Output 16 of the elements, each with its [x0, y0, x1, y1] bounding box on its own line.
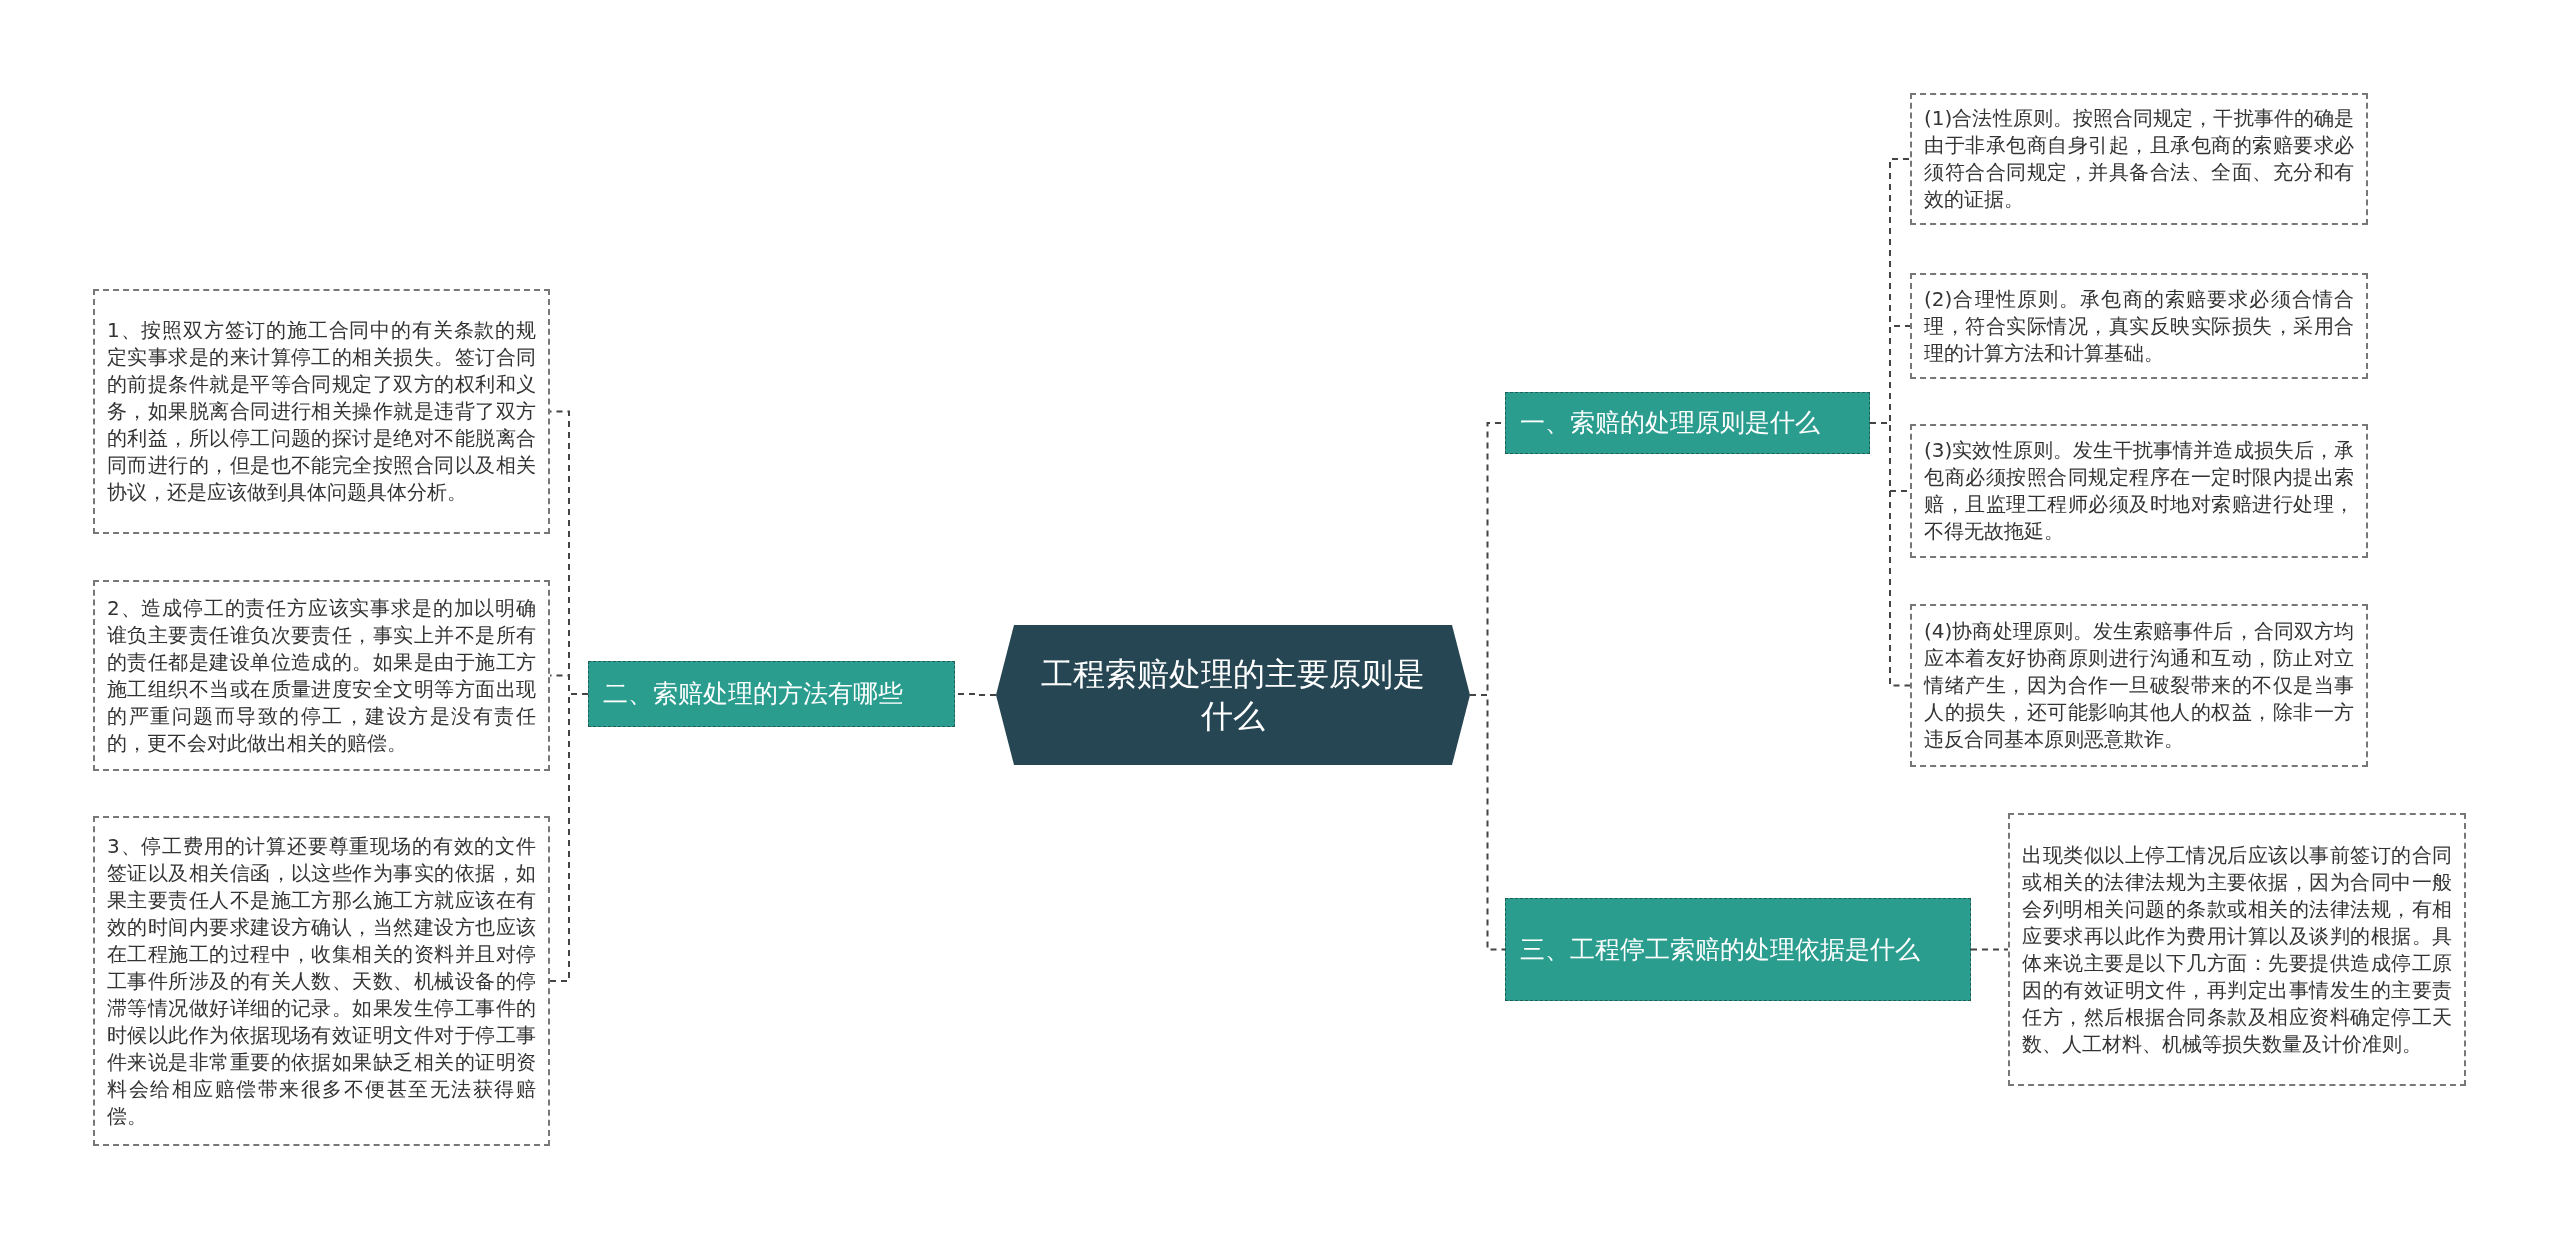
text-box: 2、造成停工的责任方应该实事求是的加以明确谁负主要责任谁负次要责任，事实上并不是所有的责任都是建设单位造成的。如果是由于施工方施工组织不当或在质量进度安全文明等方面出现的严重问题而导致的停工，建设方是没有责任的，更不会对此做出相关的赔偿。: [93, 580, 550, 771]
text-box: 出现类似以上停工情况后应该以事前签订的合同或相关的法律法规为主要依据，因为合同中一般会列明相关问题的条款或相关的法律法规，有相应要求再以此作为费用计算以及谈判的根据。具体来说主要是以下几方面：先要提供造成停工原因的有效证明文件，再判定出事情发生的主要责任方，然后根据合同条款及相应资料确定停工天数、人工材料、机械等损失数量及计价准则。: [2008, 813, 2466, 1086]
text-box: (1)合法性原则。按照合同规定，干扰事件的确是由于非承包商自身引起，且承包商的索赔要求必须符合合同规定，并具备合法、全面、充分和有效的证据。: [1910, 93, 2368, 225]
connector-line: [1469, 694, 1506, 951]
central-topic-hexagon: 工程索赔处理的主要原则是什么: [996, 625, 1470, 765]
text-box: 3、停工费用的计算还要尊重现场的有效的文件签证以及相关信函，以这些作为事实的依据，如果主要责任人不是施工方那么施工方就应该在有效的时间内要求建设方确认，当然建设方也应该在工程施工的过程中，收集相关的资料并且对停工事件所涉及的有关人数、天数、机械设备的停滞等情况做好详细的记录。如果发生停工事件的时候以此作为依据现场有效证明文件对于停工事件来说是非常重要的依据如果缺乏相关的证明资料会给相应赔偿带来很多不便甚至无法获得赔偿。: [93, 816, 550, 1146]
text-box: (3)实效性原则。发生干扰事情并造成损失后，承包商必须按照合同规定程序在一定时限内提出索赔，且监理工程师必须及时地对索赔进行处理，不得无故拖延。: [1910, 424, 2368, 558]
topic-box: 三、工程停工索赔的处理依据是什么: [1505, 898, 1971, 1001]
text-box: (2)合理性原则。承包商的索赔要求必须合情合理，符合实际情况，真实反映实际损失，采用合理的计算方法和计算基础。: [1910, 273, 2368, 379]
connector-line: [549, 693, 589, 982]
text-box: (4)协商处理原则。发生索赔事件后，合同双方均应本着友好协商原则进行沟通和互动，防止对立情绪产生，因为合作一旦破裂带来的不仅是当事人的损失，还可能影响其他人的权益，除非一方违反合同基本原则恶意欺诈。: [1910, 604, 2368, 767]
connector-line: [1970, 948, 2009, 951]
topic-box: 一、索赔的处理原则是什么: [1505, 392, 1870, 454]
topic-box: 二、索赔处理的方法有哪些: [588, 661, 955, 727]
text-box: 1、按照双方签订的施工合同中的有关条款的规定实事求是的来计算停工的相关损失。签订合同的前提条件就是平等合同规定了双方的权利和义务，如果脱离合同进行相关操作就是违背了双方的利益，所以停工问题的探讨是绝对不能脱离合同而进行的，但是也不能完全按照合同以及相关协议，还是应该做到具体问题具体分析。: [93, 289, 550, 534]
connector-line: [1869, 422, 1911, 687]
